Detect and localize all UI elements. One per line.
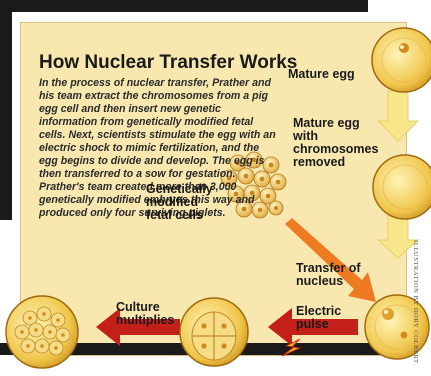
- label-transfer-nucleus: Transfer of nucleus: [296, 262, 376, 288]
- egg-with-nucleus-icon: [365, 295, 429, 359]
- dividing-egg-icon: [180, 298, 248, 366]
- label-culture-multiplies: Culture multiplies: [116, 301, 182, 327]
- transfer-arrow: [285, 218, 376, 302]
- diagram-title: How Nuclear Transfer Works: [39, 52, 297, 74]
- illustration-credit: ILLUSTRATION BY DORY COLBERT: [412, 240, 419, 364]
- culture-cluster-icon: [6, 296, 78, 368]
- label-electric-pulse: Electric pulse: [296, 305, 352, 331]
- label-mature-egg: Mature egg: [288, 68, 388, 81]
- label-genetically-modified: Genetically modified fetal cells: [146, 183, 222, 222]
- mature-egg-icon: [372, 28, 431, 92]
- label-mature-egg-removed: Mature egg with chromosomes removed: [293, 117, 385, 169]
